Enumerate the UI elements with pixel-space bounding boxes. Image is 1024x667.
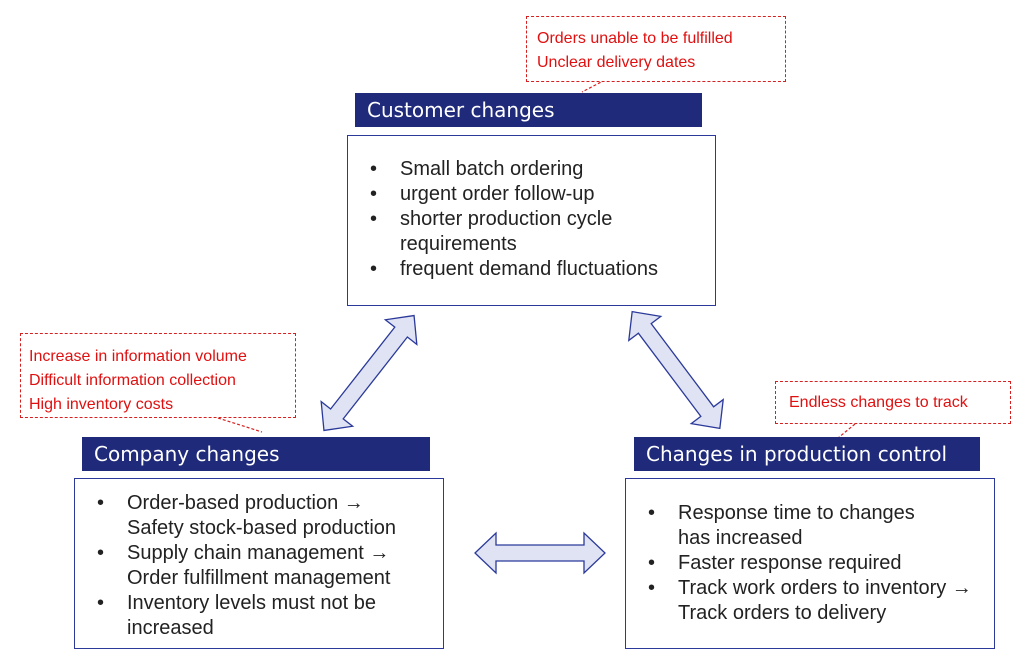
bullet-icon: • xyxy=(648,552,656,574)
production-list-item: • Faster response required xyxy=(626,551,994,576)
customer-item-text: frequent demand fluctuations xyxy=(400,258,658,280)
production-list-item: • Response time to changes has increased xyxy=(626,501,994,551)
production-callout: Endless changes to track xyxy=(775,381,1011,424)
customer-list-item: • Small batch ordering xyxy=(348,157,715,182)
bullet-icon: • xyxy=(370,258,378,280)
company-callout-line: Difficult information collection xyxy=(29,372,236,389)
production-header: Changes in production control xyxy=(634,437,980,471)
customer-callout-line: Unclear delivery dates xyxy=(537,54,696,71)
customer-item-text: urgent order follow-up xyxy=(400,183,595,205)
production-item-text: Track work orders to inventory → Track o… xyxy=(678,577,972,624)
customer-callout-pointer xyxy=(581,79,606,93)
company-callout-pointer xyxy=(217,417,263,433)
company-callout: Increase in information volume Difficult… xyxy=(20,333,296,418)
customer-item-text: Small batch ordering xyxy=(400,158,584,180)
company-box: • Order-based production → Safety stock-b… xyxy=(74,478,444,649)
customer-list-item: • shorter production cycle requirements xyxy=(348,207,715,257)
bullet-icon: • xyxy=(97,592,105,614)
customer-company-double-arrow xyxy=(320,314,418,432)
company-header: Company changes xyxy=(82,437,430,471)
bullet-icon: • xyxy=(370,183,378,205)
bullet-icon: • xyxy=(648,502,656,524)
customer-box: • Small batch ordering • urgent order foll… xyxy=(347,135,716,306)
customer-header: Customer changes xyxy=(355,93,702,127)
customer-list-item: • frequent demand fluctuations xyxy=(348,257,715,282)
customer-item-text: shorter production cycle requirements xyxy=(400,208,613,255)
production-box: •Response time to changes has increased … xyxy=(625,478,995,649)
company-callout-line: High inventory costs xyxy=(29,396,174,413)
bullet-icon: • xyxy=(97,492,105,514)
customer-callout: Orders unable to be fulfilled Unclear de… xyxy=(526,16,786,82)
bullet-icon: • xyxy=(370,158,378,180)
company-item-text: Inventory levels must not be increased xyxy=(127,592,377,639)
customer-list-item: • urgent order follow-up xyxy=(348,182,715,207)
company-list-item: • Order-based production → Safety stock-b… xyxy=(75,491,443,541)
company-item-text: Supply chain management → Order fulfillm… xyxy=(127,542,391,589)
bullet-icon: • xyxy=(97,542,105,564)
customer-callout-line: Orders unable to be fulfilled xyxy=(537,30,733,47)
production-item-text: Response time to changes has increased xyxy=(678,502,915,549)
production-item-text: Faster response required xyxy=(678,552,902,574)
company-list-item: • Supply chain management → Order fulfill… xyxy=(75,541,443,591)
bullet-icon: • xyxy=(370,208,378,230)
customer-production-double-arrow xyxy=(627,310,725,430)
production-callout-line: Endless changes to track xyxy=(789,394,968,411)
company-callout-line: Increase in information volume xyxy=(29,348,247,365)
company-item-text: Order-based production → Safety stock-ba… xyxy=(127,492,397,539)
production-list-item: • Track work orders to inventory → Track … xyxy=(626,576,994,626)
company-list-item: • Inventory levels must not be increased xyxy=(75,591,443,641)
company-production-double-arrow xyxy=(474,531,606,575)
bullet-icon: • xyxy=(648,577,656,599)
production-callout-pointer xyxy=(837,423,856,439)
